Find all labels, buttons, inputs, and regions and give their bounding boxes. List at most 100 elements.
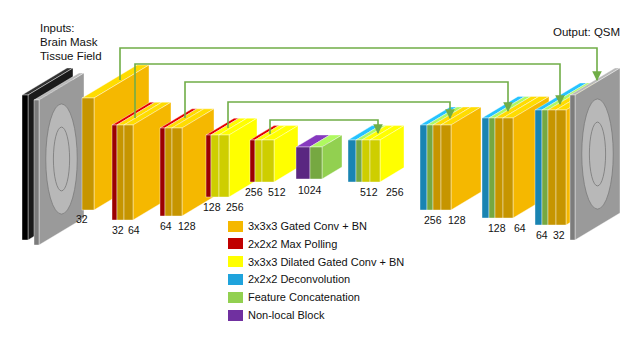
block-front — [262, 140, 274, 182]
io-label: Inputs: — [40, 22, 75, 35]
channel-number: 32 — [553, 229, 565, 241]
block-front — [348, 140, 356, 182]
legend-swatch — [228, 274, 243, 285]
brain-image — [46, 104, 78, 214]
block-front — [296, 147, 310, 179]
block-front — [34, 100, 39, 245]
channel-number: 128 — [203, 201, 221, 213]
skip-arrow — [135, 64, 560, 118]
channel-number: 256 — [386, 186, 404, 198]
legend-swatch — [228, 238, 243, 249]
channel-number: 64 — [128, 224, 140, 236]
block-front — [310, 147, 322, 179]
legend-text: 2x2x2 Deconvolution — [248, 273, 350, 285]
block-front — [112, 125, 117, 220]
legend-row: 3x3x3 Dilated Gated Conv + BN — [228, 256, 404, 268]
legend-row: 3x3x3 Gated Conv + BN — [228, 220, 367, 232]
channel-number: 256 — [245, 186, 263, 198]
io-label: Output: QSM — [553, 26, 620, 39]
block-side — [182, 109, 214, 216]
channel-number: 512 — [360, 186, 378, 198]
legend-row: Non-local Block — [228, 309, 324, 321]
block-side — [380, 126, 404, 182]
block-front — [82, 98, 94, 210]
skip-connections — [120, 48, 597, 134]
skip-arrow — [185, 82, 508, 118]
legend-row: Feature Concatenation — [228, 291, 360, 303]
block-side — [575, 68, 620, 240]
block-front — [482, 118, 489, 218]
block-front — [22, 95, 28, 240]
legend-swatch — [228, 221, 243, 232]
feature-block — [219, 118, 257, 197]
channel-number: 64 — [536, 229, 548, 241]
channel-number: 64 — [514, 222, 526, 234]
feature-block — [310, 135, 342, 179]
io-label: Brain Mask — [40, 36, 98, 49]
block-front — [362, 140, 370, 182]
block-front — [556, 110, 566, 225]
channel-number: 1024 — [298, 184, 321, 196]
block-front — [441, 125, 451, 210]
block-front — [124, 125, 133, 220]
block-front — [535, 110, 542, 225]
legend-swatch — [228, 256, 243, 267]
channel-number: 256 — [424, 214, 442, 226]
legend-swatch — [228, 292, 243, 303]
channel-number: 128 — [178, 220, 196, 232]
block-front — [165, 128, 172, 216]
legend-row: 2x2x2 Max Polling — [228, 238, 337, 250]
legend-row: 2x2x2 Deconvolution — [228, 273, 350, 285]
channel-number: 256 — [226, 201, 244, 213]
block-stack — [22, 65, 620, 245]
block-side — [322, 135, 342, 179]
brain-image — [53, 127, 69, 191]
block-front — [570, 95, 575, 240]
channel-number: 64 — [160, 220, 172, 232]
block-side — [451, 107, 481, 210]
block-front — [548, 110, 556, 225]
channel-number: 128 — [448, 214, 466, 226]
block-front — [250, 140, 255, 182]
block-front — [427, 125, 433, 210]
block-front — [211, 135, 219, 197]
block-front — [160, 128, 165, 216]
brain-image — [582, 99, 614, 209]
legend-text: 3x3x3 Gated Conv + BN — [248, 220, 367, 232]
block-front — [255, 140, 262, 182]
feature-block — [370, 126, 404, 182]
block-front — [206, 135, 211, 197]
feature-block — [262, 126, 298, 182]
feature-block — [441, 107, 481, 210]
legend-text: 3x3x3 Dilated Gated Conv + BN — [248, 256, 404, 268]
block-side — [133, 102, 171, 220]
io-label: Tissue Field — [40, 50, 102, 63]
skip-arrow — [270, 120, 378, 134]
channel-number: 128 — [488, 222, 506, 234]
feature-block — [124, 102, 171, 220]
legend-swatch — [228, 310, 243, 321]
block-front — [219, 135, 229, 197]
feature-block — [570, 68, 620, 240]
channel-number: 32 — [76, 213, 88, 225]
block-front — [542, 110, 548, 225]
block-side — [229, 118, 257, 197]
block-front — [433, 125, 441, 210]
block-front — [117, 125, 124, 220]
block-side — [274, 126, 298, 182]
legend-text: Non-local Block — [248, 309, 324, 321]
block-front — [489, 118, 495, 218]
skip-arrow — [228, 102, 450, 128]
channel-number: 512 — [268, 186, 286, 198]
block-front — [172, 128, 182, 216]
block-front — [420, 125, 427, 210]
legend-text: 2x2x2 Max Polling — [248, 238, 337, 250]
feature-block — [172, 109, 214, 216]
block-front — [370, 140, 380, 182]
channel-number: 32 — [112, 224, 124, 236]
legend-text: Feature Concatenation — [248, 291, 360, 303]
block-front — [356, 140, 362, 182]
block-front — [495, 118, 503, 218]
brain-image — [589, 122, 605, 186]
block-front — [503, 118, 513, 218]
